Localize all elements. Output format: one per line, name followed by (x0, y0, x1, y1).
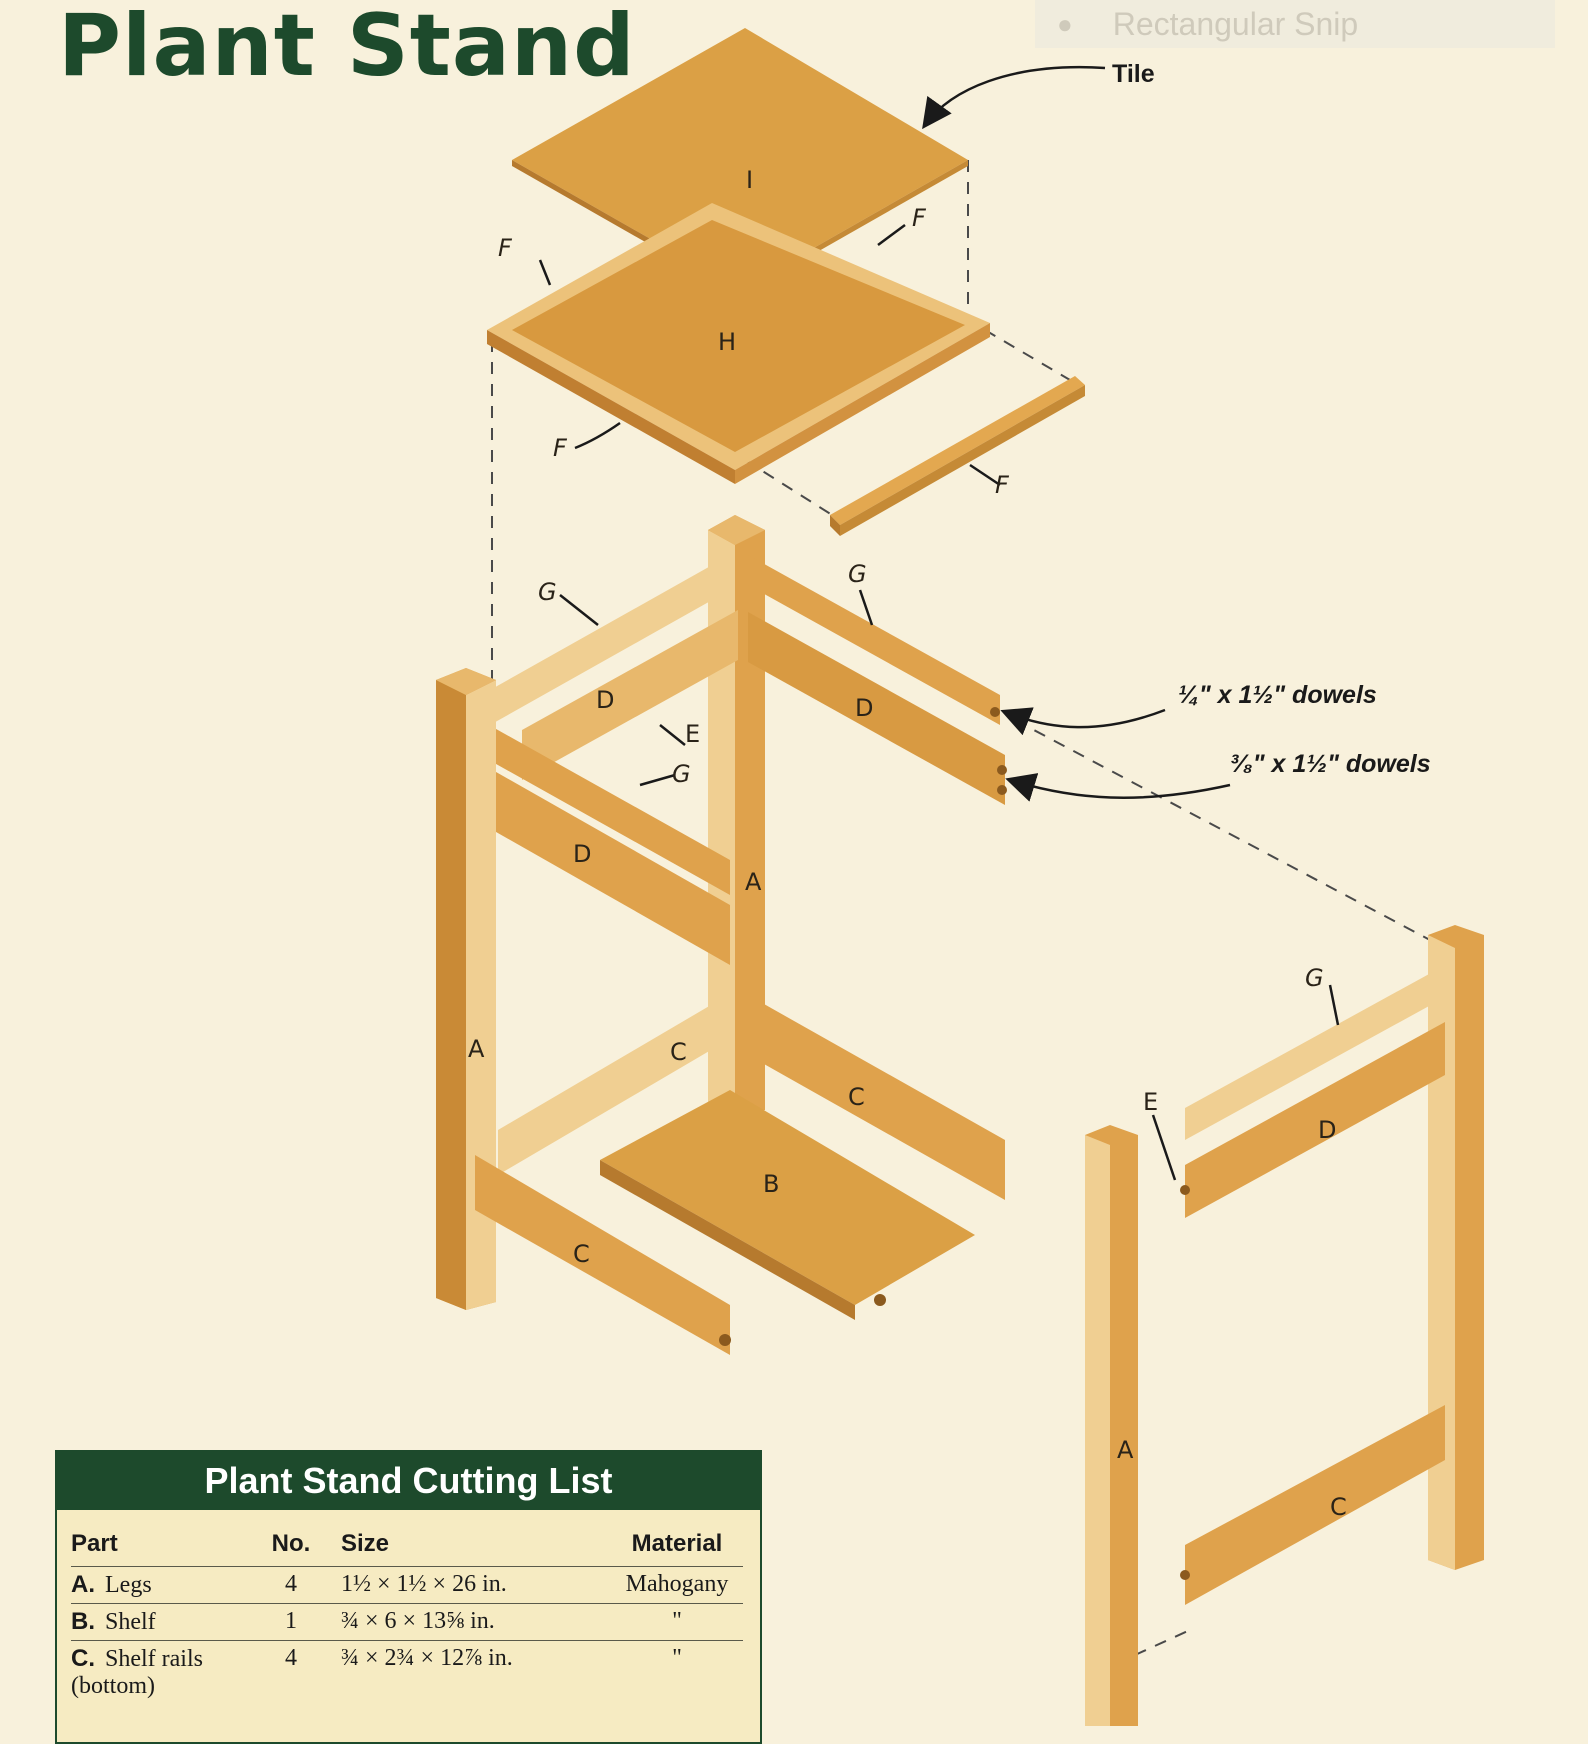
label-d-frame: D (1318, 1116, 1336, 1144)
loose-rail-part-f (830, 376, 1085, 536)
table-row: A. Legs 4 1½ × 1½ × 26 in. Mahogany (71, 1566, 743, 1604)
label-c-right: C (848, 1083, 865, 1111)
page-title: Plant Stand (58, 0, 636, 96)
header-material: Material (631, 1530, 723, 1557)
label-g-left: G (538, 578, 557, 606)
label-b: B (763, 1170, 779, 1198)
cell-size: 1½ × 1½ × 26 in. (321, 1566, 611, 1604)
callout-quarter-dowels: ¼" x 1½" dowels (1178, 681, 1377, 709)
lower-rails-and-shelf (475, 995, 1005, 1355)
header-no: No. (271, 1530, 311, 1557)
record-dot-icon: ● (1057, 8, 1073, 39)
label-c-upper: C (670, 1038, 687, 1066)
cell-no: 4 (261, 1640, 321, 1704)
callout-three-eighths-dowels: ³⁄₈" x 1½" dowels (1230, 750, 1431, 778)
leader-lines (538, 65, 1340, 1181)
cutting-list-table: Part No. Size Material A. Legs 4 1½ × 1½ … (71, 1524, 743, 1704)
label-f-front: F (553, 434, 568, 462)
header-part: Part (71, 1530, 118, 1557)
alignment-lines (491, 160, 1431, 1656)
cell-part: C.Shelf rails (bottom) (71, 1640, 261, 1704)
upper-rails-right (748, 555, 1007, 805)
label-d-right: D (855, 694, 873, 722)
label-d-left-top: D (596, 686, 614, 714)
label-d-left-bottom: D (573, 840, 591, 868)
callout-tile: Tile (1112, 60, 1155, 88)
label-i: I (746, 166, 753, 194)
part-letter: A. (71, 1571, 95, 1598)
label-g-right: G (848, 560, 867, 588)
cell-size: ¾ × 6 × 13⅝ in. (321, 1603, 611, 1641)
label-g-frame: G (1305, 964, 1324, 992)
label-a-front: A (468, 1035, 485, 1063)
table-row: B. Shelf 1 ¾ × 6 × 13⅝ in. " (71, 1603, 743, 1641)
cutting-list-header-row: Part No. Size Material (71, 1524, 743, 1567)
label-e-frame: E (1143, 1088, 1158, 1116)
cell-no: 4 (261, 1566, 321, 1604)
label-e-left: E (685, 720, 700, 748)
cell-material: " (611, 1640, 743, 1704)
cutting-list-title: Plant Stand Cutting List (57, 1452, 760, 1510)
table-row: C.Shelf rails (bottom) 4 ¾ × 2¾ × 12⅞ in… (71, 1640, 743, 1704)
label-c-front: C (573, 1240, 590, 1268)
label-a-back: A (745, 868, 762, 896)
label-c-frame: C (1330, 1493, 1347, 1521)
rectangular-snip-overlay[interactable]: ● Rectangular Snip (1035, 0, 1555, 48)
part-name: Legs (105, 1572, 152, 1598)
callouts: Tile ¼" x 1½" dowels ³⁄₈" x 1½" dowels (1112, 60, 1431, 778)
right-frame-assembly (1085, 925, 1484, 1726)
cell-no: 1 (261, 1603, 321, 1641)
label-h: H (718, 328, 736, 356)
part-letter: B. (71, 1608, 95, 1635)
cutting-list-box: Plant Stand Cutting List Part No. Size M… (55, 1450, 762, 1744)
label-g-middle: G (672, 760, 691, 788)
front-left-leg-part-a (436, 668, 496, 1310)
cell-size: ¾ × 2¾ × 12⅞ in. (321, 1640, 611, 1704)
cell-part: A. Legs (71, 1566, 261, 1604)
label-f-loose: F (995, 471, 1010, 499)
part-name: Shelf rails (bottom) (71, 1646, 203, 1699)
part-letter: C. (71, 1645, 95, 1672)
part-labels: I H F F F F G G G G D D D D E E A A A B … (468, 166, 1347, 1521)
snip-label: Rectangular Snip (1112, 5, 1359, 42)
cell-material: Mahogany (611, 1566, 743, 1604)
cell-part: B. Shelf (71, 1603, 261, 1641)
top-frame-parts-f-h (487, 203, 990, 484)
label-f-right: F (912, 204, 927, 232)
cell-material: " (611, 1603, 743, 1641)
upper-rails-left (475, 555, 738, 965)
part-name: Shelf (105, 1609, 156, 1635)
label-a-frame: A (1117, 1436, 1134, 1464)
label-f-left: F (498, 234, 513, 262)
header-size: Size (341, 1530, 390, 1557)
